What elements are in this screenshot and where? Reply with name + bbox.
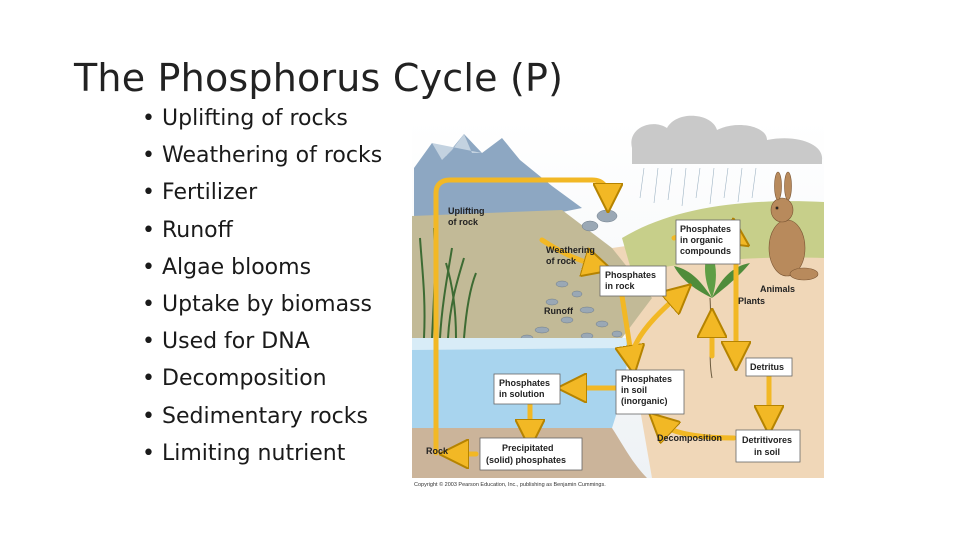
phosphorus-cycle-diagram: Phosphates in organic compounds Phosphat… bbox=[412, 98, 824, 490]
svg-text:compounds: compounds bbox=[680, 246, 731, 256]
label-runoff: Runoff bbox=[544, 306, 574, 316]
bullet-item: •Sedimentary rocks bbox=[142, 403, 368, 429]
bullet-item: •Uptake by biomass bbox=[142, 292, 373, 318]
svg-text:Phosphates: Phosphates bbox=[499, 378, 550, 388]
label-phosphates-in-rock: Phosphates in rock bbox=[599, 265, 667, 297]
svg-text:Phosphates: Phosphates bbox=[605, 270, 656, 280]
water-surface bbox=[412, 338, 627, 350]
rabbit-illustration bbox=[768, 171, 819, 281]
bullet-item: •Fertilizer bbox=[142, 180, 258, 206]
label-weathering-1: Weathering bbox=[546, 245, 595, 255]
slide-title: The Phosphorus Cycle (P) bbox=[74, 56, 564, 100]
svg-text:(solid) phosphates: (solid) phosphates bbox=[486, 455, 566, 465]
svg-text:in soil: in soil bbox=[754, 447, 780, 457]
svg-text:Detritus: Detritus bbox=[750, 362, 784, 372]
svg-text:(inorganic): (inorganic) bbox=[621, 396, 668, 406]
label-rock: Rock bbox=[426, 446, 449, 456]
svg-text:Precipitated: Precipitated bbox=[502, 443, 554, 453]
bullet-item: •Weathering of rocks bbox=[142, 143, 383, 169]
bullet-item: •Used for DNA bbox=[142, 329, 310, 355]
label-weathering-2: of rock bbox=[546, 256, 577, 266]
svg-text:in solution: in solution bbox=[499, 389, 545, 399]
label-phosphates-in-solution: Phosphates in solution bbox=[493, 373, 561, 405]
label-precipitated-phosphates: Precipitated (solid) phosphates bbox=[479, 437, 583, 471]
label-phosphates-in-organic-compounds: Phosphates in organic compounds bbox=[675, 219, 741, 265]
bullet-item: •Runoff bbox=[142, 217, 233, 243]
mountain-snow bbox=[432, 134, 482, 160]
svg-text:Detritivores: Detritivores bbox=[742, 435, 792, 445]
bullet-item: •Algae blooms bbox=[142, 254, 312, 280]
label-detritus: Detritus bbox=[745, 357, 793, 377]
bullet-item: •Uplifting of rocks bbox=[142, 106, 348, 131]
mountain bbox=[414, 134, 582, 218]
label-phosphates-in-soil: Phosphates in soil (inorganic) bbox=[615, 369, 685, 415]
bullet-item: •Limiting nutrient bbox=[142, 440, 346, 466]
svg-text:in rock: in rock bbox=[605, 281, 636, 291]
label-uplifting-1: Uplifting bbox=[448, 206, 485, 216]
label-decomposition: Decomposition bbox=[657, 433, 722, 443]
label-plants: Plants bbox=[738, 296, 765, 306]
rain bbox=[639, 167, 757, 207]
svg-text:Phosphates: Phosphates bbox=[621, 374, 672, 384]
copyright-notice: Copyright © 2003 Pearson Education, Inc.… bbox=[414, 481, 606, 488]
bullet-list: •Uplifting of rocks •Weathering of rocks… bbox=[142, 100, 382, 472]
label-uplifting-2: of rock bbox=[448, 217, 479, 227]
label-animals: Animals bbox=[760, 284, 795, 294]
svg-text:in organic: in organic bbox=[680, 235, 723, 245]
label-detritivores-in-soil: Detritivores in soil bbox=[735, 429, 801, 463]
bullet-item: •Decomposition bbox=[142, 366, 327, 392]
svg-text:Phosphates: Phosphates bbox=[680, 224, 731, 234]
cloud bbox=[631, 115, 823, 164]
svg-text:in soil: in soil bbox=[621, 385, 647, 395]
